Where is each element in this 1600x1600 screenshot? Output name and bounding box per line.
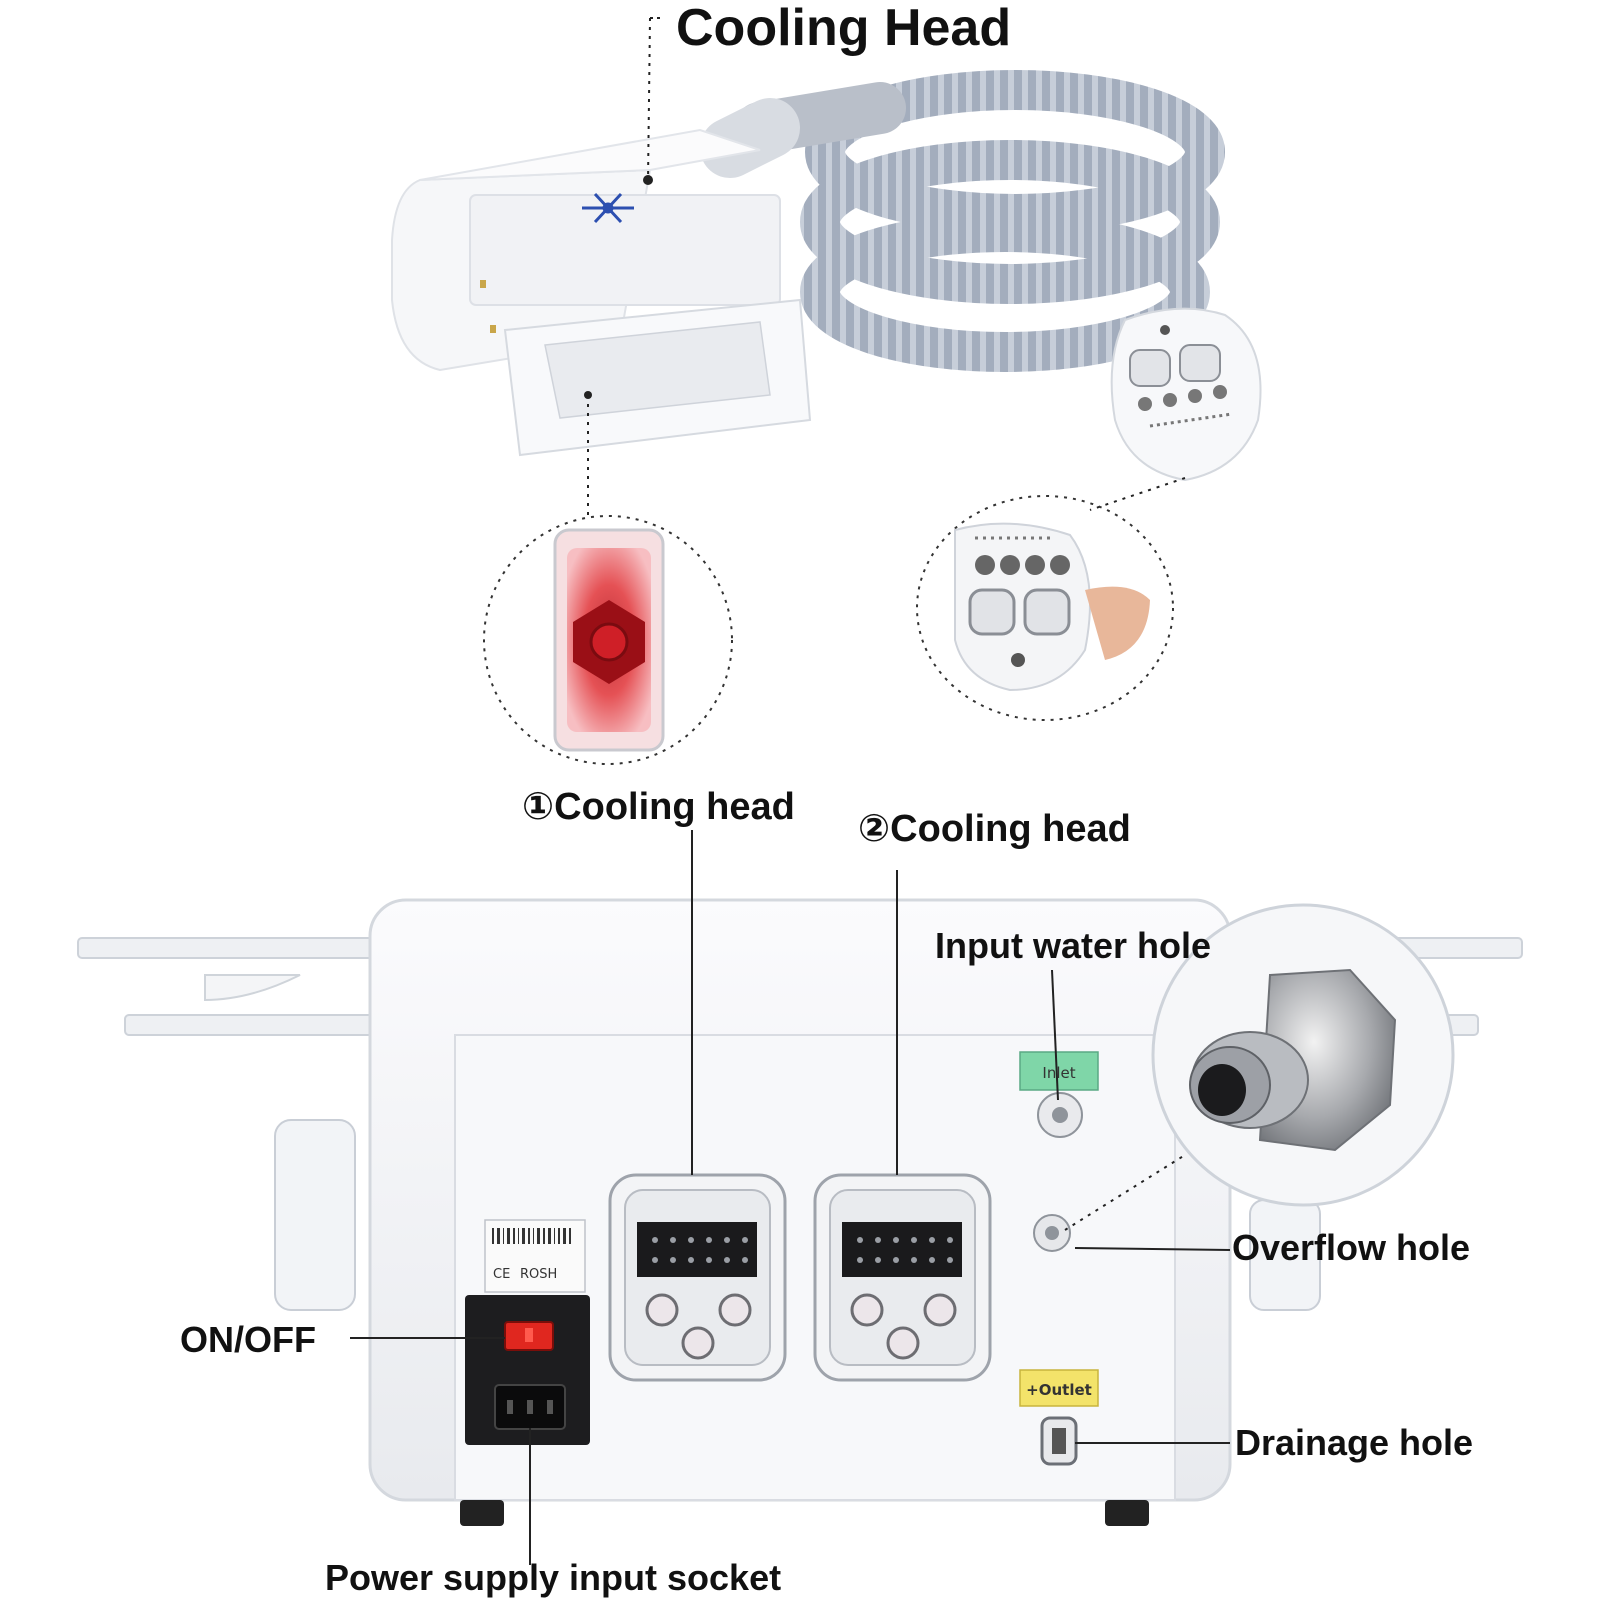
label-drainage-hole: Drainage hole (1235, 1422, 1474, 1463)
device-markings: Inlet +Outlet CE ROSH (493, 1064, 1092, 1399)
hose (700, 70, 1225, 372)
cooling-head-port-1 (608, 1173, 787, 1382)
barcode (492, 1228, 571, 1244)
label-cooling-head-1: ①Cooling head (522, 786, 795, 828)
ce-mark: CE (493, 1267, 510, 1282)
label-power-supply-socket: Power supply input socket (325, 1557, 782, 1598)
label-overflow-hole: Overflow hole (1232, 1227, 1471, 1268)
leader-overflow (1074, 1247, 1231, 1251)
cooling-head-title-leader (643, 17, 662, 185)
leader-lines (350, 830, 1231, 1565)
cooling-head-handpiece (391, 70, 1262, 482)
connector-detail (916, 477, 1186, 721)
outlet-tag-text: +Outlet (1026, 1381, 1092, 1399)
inlet-tag-text: Inlet (1042, 1064, 1075, 1082)
snowflake-icon (582, 192, 634, 224)
leader-input-water (1051, 969, 1059, 1101)
rosh-mark: ROSH (520, 1267, 557, 1282)
main-unit (77, 898, 1523, 1526)
outlet-tag (1019, 1369, 1099, 1407)
label-on-off: ON/OFF (180, 1319, 316, 1360)
inlet-tag (1019, 1051, 1099, 1091)
red-light-detail (483, 391, 733, 765)
leader-overflow-dotted (1064, 1154, 1186, 1231)
label-input-water-hole: Input water hole (935, 925, 1212, 966)
hose-end-connector (1110, 307, 1262, 482)
label-cooling-head-2: ②Cooling head (858, 808, 1131, 850)
metal-connector (1151, 903, 1455, 1207)
cooling-head-title: Cooling Head (676, 0, 1012, 57)
cooling-head-port-2 (813, 1173, 992, 1382)
